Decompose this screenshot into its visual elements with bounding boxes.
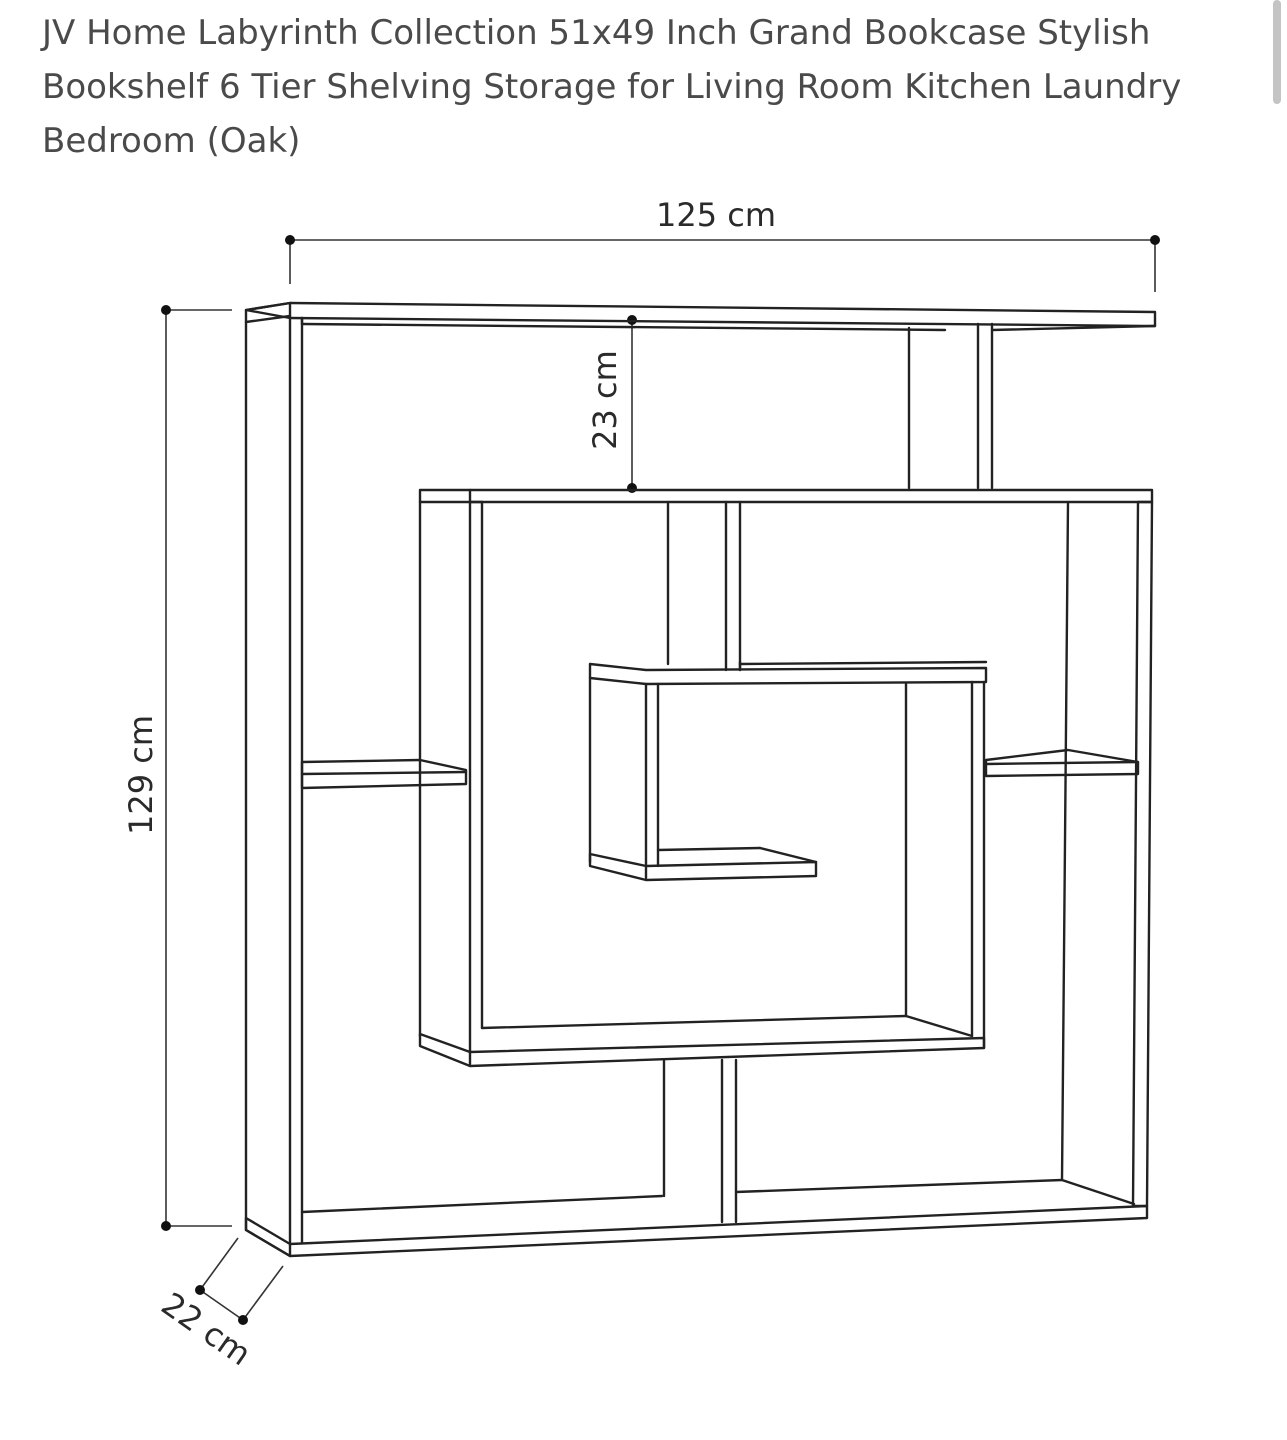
depth-extension-back <box>242 1265 284 1321</box>
right-small-shelf <box>984 748 1140 778</box>
width-label: 125 cm <box>656 196 776 234</box>
depth-endpoint-back <box>238 1315 248 1325</box>
width-dimension: 125 cm <box>285 196 1160 292</box>
product-image[interactable]: 125 cm 129 cm 23 cm 22 cm <box>0 170 1287 1410</box>
height-endpoint-top <box>161 305 171 315</box>
shelf-gap-endpoint-bottom <box>627 483 637 493</box>
right-side-panel <box>1131 500 1154 1208</box>
depth-label: 22 cm <box>155 1285 258 1373</box>
bottom-shelf <box>244 1204 1149 1258</box>
width-endpoint-right <box>1150 235 1160 245</box>
depth-extension-front <box>199 1237 239 1291</box>
inner-hook-shelf <box>588 852 818 882</box>
scrollbar[interactable] <box>1273 0 1281 104</box>
height-label: 129 cm <box>122 715 160 835</box>
shelf-gap-dimension: 23 cm <box>586 315 637 493</box>
width-endpoint-left <box>285 235 295 245</box>
height-endpoint-bottom <box>161 1221 171 1231</box>
bookshelf-drawing <box>244 301 1157 1258</box>
product-title: JV Home Labyrinth Collection 51x49 Inch … <box>42 13 1182 161</box>
depth-dimension-line <box>199 1289 244 1321</box>
left-side-panel <box>244 301 292 1258</box>
shelf-gap-label: 23 cm <box>586 350 624 450</box>
depth-dimension: 22 cm <box>155 1237 284 1373</box>
top-shelf <box>244 301 1157 328</box>
lower-inner-shelf <box>418 1032 986 1068</box>
depth-endpoint-front <box>195 1285 205 1295</box>
inner-top-shelf <box>588 662 988 686</box>
second-shelf <box>418 488 1154 504</box>
left-small-shelf <box>300 758 468 790</box>
height-dimension: 129 cm <box>122 305 232 1231</box>
bookshelf-diagram: 125 cm 129 cm 23 cm 22 cm <box>122 196 1160 1373</box>
